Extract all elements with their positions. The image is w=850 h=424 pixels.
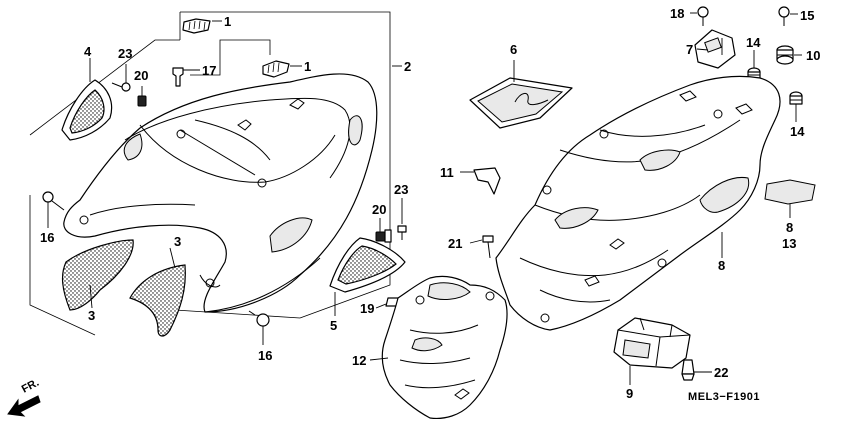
bolt-16-left [42, 191, 65, 228]
seat-cowl [63, 73, 378, 313]
leader-lines [89, 20, 723, 316]
grommet-14-upper [747, 50, 761, 79]
grommet-10 [776, 45, 802, 65]
direction-label: FR. [20, 377, 41, 396]
cowl-pad-left [61, 239, 134, 311]
part-label-14: 14 [790, 124, 805, 139]
part-label-21: 21 [448, 236, 462, 251]
side-grille-left [61, 79, 113, 141]
clip-11 [460, 167, 501, 195]
part-label-4: 4 [84, 44, 92, 59]
part-label-5: 5 [330, 318, 337, 333]
screw-18 [690, 6, 709, 26]
screw-23-left [111, 64, 131, 92]
cowl-pad-right [129, 264, 186, 337]
bolt-16-lower [248, 310, 270, 345]
inner-fender [369, 275, 508, 420]
screw-15 [778, 6, 798, 26]
part-label-17: 17 [202, 63, 216, 78]
part-label-3: 3 [88, 308, 95, 323]
part-label-20: 20 [134, 68, 148, 83]
front-direction-arrow: FR. [7, 377, 41, 417]
part-label-2: 2 [404, 59, 411, 74]
pad-8 [764, 179, 816, 218]
reference-code: MEL3−F1901 [688, 391, 760, 403]
part-label-1: 1 [224, 14, 231, 29]
part-label-1: 1 [304, 59, 311, 74]
clip-20-right [375, 218, 392, 243]
part-label-20: 20 [372, 202, 386, 217]
part-label-13: 13 [782, 236, 796, 251]
grommet-14-lower [789, 91, 803, 122]
part-label-8: 8 [718, 258, 725, 273]
clip-20-left [137, 86, 147, 107]
part-label-15: 15 [800, 8, 814, 23]
part-label-23: 23 [394, 182, 408, 197]
sheet-6 [469, 60, 573, 129]
tool-tray [613, 317, 691, 385]
part-label-19: 19 [360, 301, 374, 316]
part-label-14: 14 [746, 35, 761, 50]
rubber-cushion-upper [182, 18, 211, 34]
part-label-8: 8 [786, 220, 793, 235]
part-label-16: 16 [40, 230, 54, 245]
bolt-22 [681, 359, 712, 381]
part-label-11: 11 [440, 165, 454, 180]
bracket-7 [694, 29, 736, 69]
rubber-cushion-lower [262, 60, 290, 78]
bolt-17 [172, 67, 200, 87]
part-label-16: 16 [258, 348, 272, 363]
part-label-22: 22 [714, 365, 728, 380]
part-labels: 1 1 2 3 3 4 5 6 7 8 8 9 10 11 12 13 14 1… [40, 6, 820, 401]
part-label-18: 18 [670, 6, 684, 21]
part-label-3: 3 [174, 234, 181, 249]
part-label-10: 10 [806, 48, 820, 63]
part-label-9: 9 [626, 386, 633, 401]
part-label-6: 6 [510, 42, 517, 57]
part-label-7: 7 [686, 42, 693, 57]
part-label-23: 23 [118, 46, 132, 61]
rear-fender [495, 75, 781, 331]
screw-23-right [397, 198, 407, 240]
part-label-12: 12 [352, 353, 366, 368]
bolt-21 [469, 235, 494, 259]
side-grille-right [329, 237, 406, 293]
